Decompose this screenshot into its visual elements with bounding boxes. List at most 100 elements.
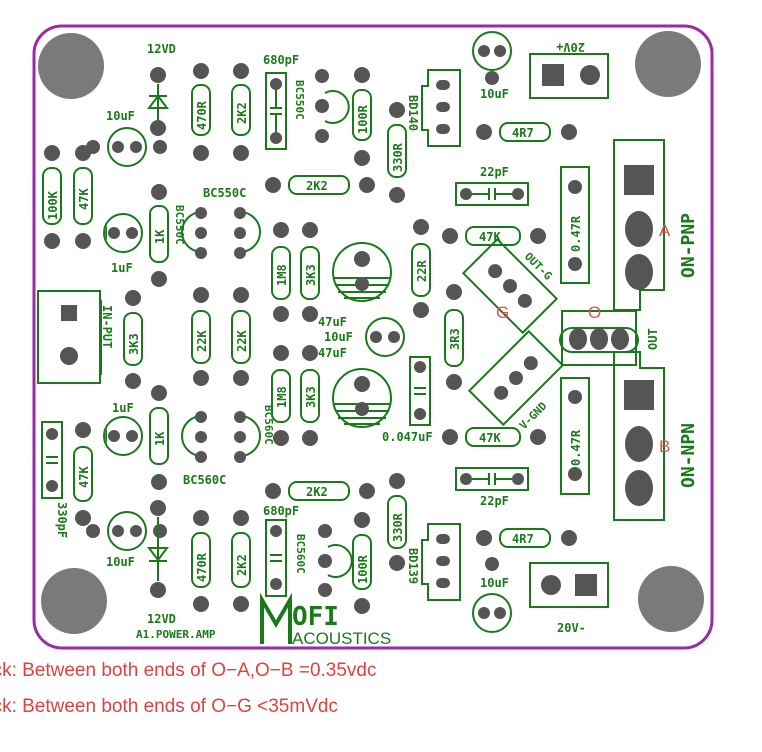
label-1uf-top: 1uF — [111, 261, 133, 275]
label-47k-r2: 47K — [479, 431, 501, 445]
resistor-1m8-top — [271, 222, 291, 322]
label-047r-top: 0.47R — [569, 215, 583, 252]
logo-sub: ACOUSTICS — [292, 629, 391, 648]
connector-20v-pos — [529, 53, 609, 99]
resistor-1k-bottom — [149, 385, 169, 490]
check-note-1: eck: Between both ends of O−A,O−B =0.35v… — [0, 660, 377, 681]
diode-top — [147, 67, 169, 136]
transistor-on-pnp — [613, 139, 665, 311]
cap-330pf — [41, 421, 63, 499]
label-100k: 100K — [46, 190, 60, 220]
label-20v-pos: 20V+ — [556, 40, 585, 54]
label-out-g: OUT-G — [522, 250, 555, 283]
label-bc560c-b: BC560C — [294, 534, 307, 574]
label-bd139: BD139 — [406, 548, 420, 584]
mount-hole-tl — [38, 33, 104, 99]
label-2k2-lower: 2K2 — [306, 485, 328, 499]
label-on-pnp: ON-PNP — [678, 213, 699, 278]
label-3k3-left: 3K3 — [127, 333, 141, 355]
resistor-22k-b — [231, 287, 251, 386]
label-bc560c-bottom: BC560C — [183, 473, 226, 487]
label-10uf-bl: 10uF — [106, 555, 135, 569]
connector-out — [559, 310, 639, 366]
cap-1uf-top — [103, 213, 143, 253]
resistor-47k-r2 — [442, 427, 546, 447]
cap-10uf-tr — [472, 31, 512, 85]
label-100r-bottom: 100R — [356, 554, 370, 584]
label-47k-left: 47K — [77, 188, 91, 210]
label-1k-top: 1K — [153, 229, 167, 244]
label-10uf-br: 10uF — [480, 576, 509, 590]
resistor-1m8-bottom — [271, 345, 291, 446]
resistor-2k2-top — [231, 63, 251, 161]
transistor-bc560c-b — [318, 524, 353, 597]
label-out: OUT — [646, 328, 660, 350]
resistor-047r-top — [560, 166, 590, 284]
cap-10uf-br — [472, 557, 512, 633]
label-bc550c-top: BC550C — [293, 80, 306, 120]
label-bc560c-rot: BC560C — [262, 405, 275, 445]
label-3k3-bottom: 3K3 — [304, 386, 318, 408]
logo-m — [260, 592, 292, 644]
resistor-330r-bottom — [387, 473, 407, 571]
resistor-2k2-bottom — [231, 510, 251, 612]
label-680pf-top: 680pF — [263, 53, 299, 67]
cap-0047uf — [409, 356, 431, 426]
resistor-47k-left — [73, 145, 93, 249]
transistor-pair-bc560c — [181, 411, 261, 463]
label-470r-top: 470R — [195, 100, 209, 130]
label-3k3-top: 3K3 — [304, 264, 318, 286]
check-note-2: eck: Between both ends of O−G <35mVdc — [0, 696, 338, 717]
marker-g: G — [496, 303, 509, 322]
label-047r-bottom: 0.47R — [569, 429, 583, 466]
label-22k-b: 22K — [235, 330, 249, 352]
resistor-3k3-bottom — [300, 345, 320, 446]
label-1uf-bottom: 1uF — [112, 401, 134, 415]
resistor-100r-bottom — [352, 512, 372, 614]
resistor-47k-bl — [73, 422, 93, 526]
label-330r-bottom: 330R — [391, 512, 405, 542]
diode-bottom — [147, 500, 169, 598]
connector-v-gnd — [467, 329, 565, 427]
marker-o: O — [588, 303, 601, 322]
transistor-pair-bc550c — [181, 207, 261, 259]
cap-22pf-bottom — [455, 467, 529, 491]
transistor-bc550c-top — [315, 69, 350, 143]
cap-47uf-bottom — [332, 368, 392, 428]
label-47k-r1: 47K — [479, 230, 501, 244]
label-on-npn: ON-NPN — [678, 423, 699, 488]
connector-20v-neg — [529, 562, 609, 608]
label-1k-bottom: 1K — [153, 431, 167, 446]
mount-hole-br — [638, 566, 704, 632]
cap-22pf-top — [455, 182, 529, 206]
label-4r7-bottom: 4R7 — [512, 532, 534, 546]
resistor-047r-bottom — [560, 377, 590, 495]
resistor-330r-top — [387, 102, 407, 203]
label-2k2-mid: 2K2 — [306, 179, 328, 193]
cap-10uf-bl — [86, 511, 167, 551]
label-1m8-top: 1M8 — [275, 264, 289, 286]
label-22pf-bottom: 22pF — [480, 494, 509, 508]
resistor-3k3-left — [123, 290, 143, 389]
label-22r: 22R — [415, 260, 429, 282]
label-100r-top: 100R — [356, 104, 370, 134]
label-10uf-tr: 10uF — [480, 87, 509, 101]
label-4r7-top: 4R7 — [512, 126, 534, 140]
cap-1uf-bottom — [103, 416, 143, 456]
resistor-470r-bottom — [191, 510, 211, 612]
logo-main: OFI — [292, 602, 339, 632]
label-470r-bottom: 470R — [195, 552, 209, 582]
resistor-4r7-top — [476, 122, 577, 142]
label-12vd-top: 12VD — [147, 42, 176, 56]
resistor-4r7-bottom — [476, 528, 577, 548]
label-input: IN-PUT — [100, 305, 114, 348]
label-3r3: 3R3 — [448, 328, 462, 350]
label-330pf: 330pF — [55, 502, 69, 538]
resistor-22k-a — [191, 287, 211, 386]
label-47uf-b: 47uF — [318, 346, 347, 360]
label-bc550c-mid: BC550C — [203, 186, 246, 200]
label-47k-bl: 47K — [77, 466, 91, 488]
label-10uf-tl: 10uF — [106, 109, 135, 123]
cap-680pf-bottom — [265, 519, 287, 597]
